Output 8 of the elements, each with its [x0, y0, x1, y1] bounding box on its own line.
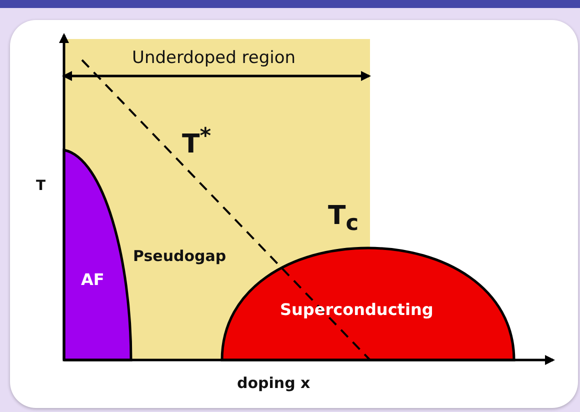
axis-label: doping x — [237, 376, 310, 391]
region-label: Pseudogap — [133, 249, 226, 264]
region-label: Underdoped region — [132, 50, 296, 67]
curve-label: T$^{*}$ — [182, 126, 212, 158]
axis-label: T — [36, 179, 46, 193]
curve-label: T$_{c}$ — [328, 203, 359, 235]
region-label: Superconducting — [280, 302, 434, 318]
region-label: AF — [81, 272, 104, 288]
